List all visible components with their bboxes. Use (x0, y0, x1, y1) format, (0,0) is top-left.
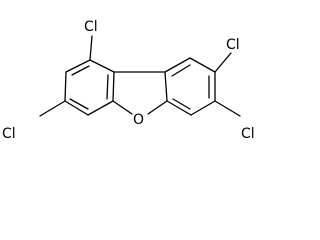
bond (189, 57, 216, 73)
left-benzene-ring (64, 59, 115, 116)
bond-to-cl-upper-left (89, 35, 93, 61)
bond (64, 71, 67, 102)
bond (164, 71, 168, 102)
bond (87, 100, 114, 116)
bond (164, 57, 191, 73)
bond (190, 100, 216, 116)
double-bond-inner (106, 74, 109, 100)
bond (147, 100, 168, 115)
furan-ring (112, 71, 168, 115)
right-benzene-ring (164, 57, 216, 116)
atom-label-cl-upper-right: Cl (226, 37, 240, 53)
double-bond-inner (172, 98, 191, 110)
structural-formula: Cl Cl O Cl Cl (2, 19, 255, 142)
bond-to-cl-left (39, 100, 66, 117)
bond (65, 59, 91, 73)
substituent-bonds (39, 35, 241, 117)
double-bond-inner (171, 64, 191, 77)
atom-label-cl-right: Cl (241, 126, 255, 142)
bond (166, 100, 192, 116)
bond-to-cl-right (214, 100, 241, 117)
atom-label-oxygen: O (133, 112, 144, 128)
bond (89, 59, 115, 73)
atom-label-cl-upper-left: Cl (84, 19, 98, 35)
double-bond-inner (71, 65, 90, 76)
bond (112, 100, 133, 115)
bond (64, 100, 89, 116)
bond-to-cl-upper-right (214, 52, 232, 73)
bond (112, 71, 115, 102)
double-bond-inner (69, 98, 89, 110)
atom-label-cl-left: Cl (2, 126, 16, 142)
